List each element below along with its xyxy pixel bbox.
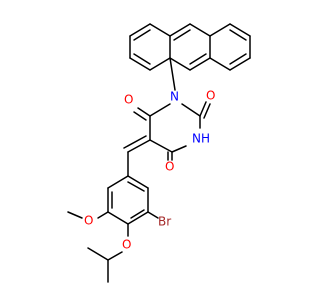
bond <box>209 57 231 71</box>
bond-exocyclic <box>127 139 151 153</box>
atom-o-bottom: O <box>165 160 174 174</box>
bond <box>189 57 211 71</box>
atom-o-isopropoxy: O <box>122 238 131 252</box>
bond <box>129 23 151 37</box>
bond-ch-ch3 <box>87 247 109 261</box>
bond-double-inner <box>229 29 247 41</box>
bond-c-o-methoxy <box>97 211 109 219</box>
bond-n-naphthyl <box>169 57 176 91</box>
bond <box>149 23 171 37</box>
molecule-diagram: N NH O O O Br O O <box>67 23 251 283</box>
bond <box>107 211 129 225</box>
bond-c5-c4 <box>149 139 173 153</box>
bond-co-right-2 <box>203 103 211 119</box>
atom-o-methoxy: O <box>84 214 93 228</box>
bond-double-inner <box>133 53 151 65</box>
bond-c2-n <box>181 103 201 117</box>
atom-nh: NH <box>192 132 210 146</box>
bond-double-inner <box>127 181 145 192</box>
bond-o-ch <box>107 251 123 261</box>
atom-br: Br <box>158 215 171 229</box>
atom-o-top-left: O <box>124 93 133 107</box>
bond-n-c6 <box>149 103 171 117</box>
bond <box>107 175 129 189</box>
atom-o-top-right: O <box>206 89 215 103</box>
bond <box>169 57 191 71</box>
bond-c-br <box>147 211 159 219</box>
bond <box>127 175 149 189</box>
bond-double-inner <box>133 29 151 41</box>
bond-c4-nh <box>171 145 187 153</box>
bond-exocyclic-2 <box>123 135 147 149</box>
bond <box>189 23 211 37</box>
bond-co-left <box>137 107 151 117</box>
bond <box>129 57 151 71</box>
structure-svg: N NH O O O Br O O <box>67 23 251 283</box>
bond-double-inner <box>189 53 207 65</box>
atom-n: N <box>170 90 179 104</box>
bond <box>209 23 231 37</box>
bond-co-left-2 <box>133 111 147 121</box>
bond <box>229 23 251 37</box>
bond <box>149 57 171 71</box>
bond-co-right <box>199 101 207 117</box>
bond-double-inner <box>173 29 191 41</box>
bond <box>229 57 251 71</box>
bond <box>127 211 149 225</box>
bond-o-ch3 <box>67 211 83 219</box>
bond <box>169 23 191 37</box>
bond-double-inner <box>229 53 247 65</box>
bond-double-inner <box>130 209 145 219</box>
